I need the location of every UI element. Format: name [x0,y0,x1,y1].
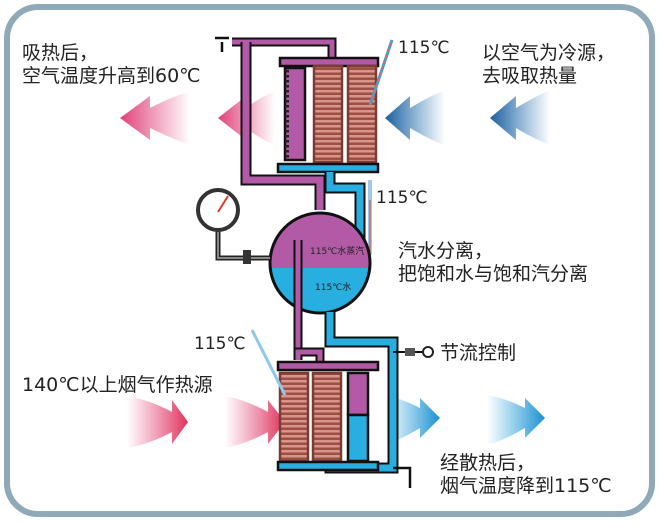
temp-bottom: 115℃ [194,334,246,354]
label-air-heated: 吸热后， 空气温度升高到60℃ [22,42,201,88]
flue-gas-arrow-2 [225,396,285,448]
drum-water-label: 115℃水 [315,283,352,293]
drum-steam-label: 115℃水蒸汽 [310,247,365,257]
temp-top: 115℃ [398,38,450,58]
label-cold-source: 以空气为冷源， 去吸取热量 [482,42,615,88]
label-flue-cooled: 经散热后， 烟气温度降到115℃ [440,452,612,498]
bottom-evaporator [276,347,412,488]
flue-gas-arrow-1 [127,396,188,448]
warm-air-arrow-1 [120,92,190,145]
label-flue-cooled-line2: 烟气温度降到115℃ [440,475,612,497]
label-flue-cooled-line1: 经散热后， [440,452,536,474]
pressure-gauge-icon [196,188,270,264]
label-separation: 汽水分离， 把饱和水与饱和汽分离 [398,240,588,286]
label-separation-line1: 汽水分离， [398,240,494,262]
label-cold-source-line1: 以空气为冷源， [482,42,616,64]
cooled-gas-arrow-2 [487,395,545,445]
bottom-thermometer [250,329,287,396]
label-air-heated-line1: 吸热后， [22,42,99,64]
label-air-heated-line2: 空气温度升高到60℃ [22,65,201,87]
cooled-gas-arrow-1 [385,395,440,445]
cold-air-arrow-1 [385,90,445,145]
label-flue-source: 140℃以上烟气作热源 [22,374,213,396]
cold-air-arrow-2 [490,90,550,145]
label-cold-source-line2: 去吸取热量 [482,65,578,87]
throttle-valve-icon [393,346,434,358]
top-condenser [215,36,380,240]
label-throttle: 节流控制 [440,342,517,364]
temp-middle: 115℃ [376,188,428,208]
label-separation-line2: 把饱和水与饱和汽分离 [398,263,589,285]
